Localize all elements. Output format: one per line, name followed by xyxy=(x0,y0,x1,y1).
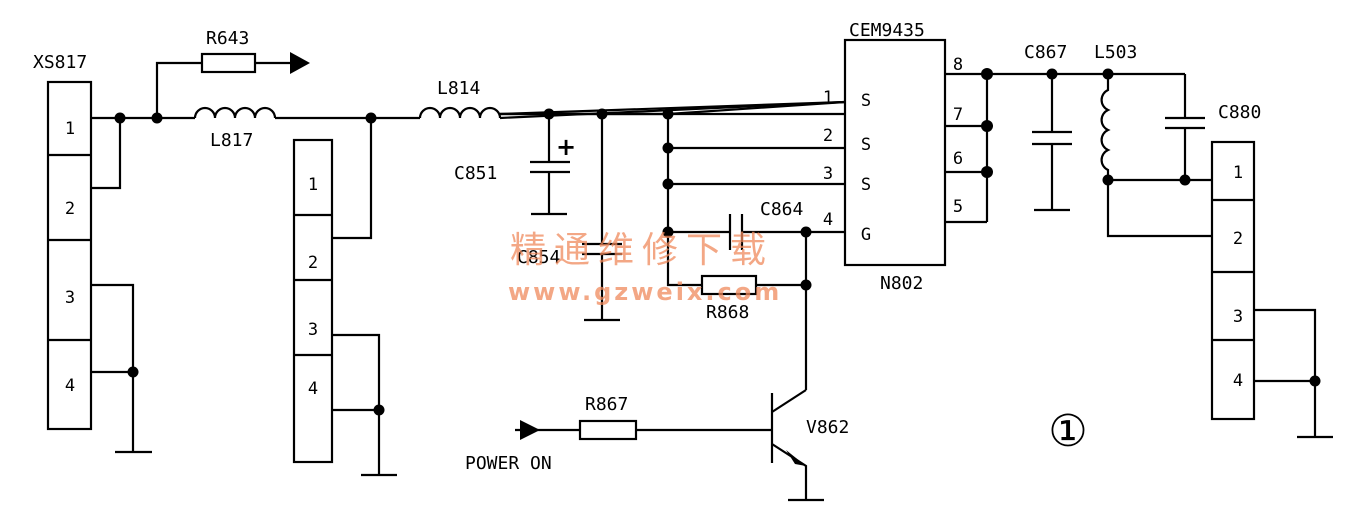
chip-pin-1-name: S xyxy=(861,91,871,111)
out-pin-2: 2 xyxy=(1233,229,1243,249)
out-pin-3: 3 xyxy=(1233,307,1243,327)
label-c864: C864 xyxy=(760,199,803,220)
wires-left xyxy=(91,61,290,454)
connector-xs817: 1 2 3 4 xyxy=(46,80,93,431)
chip-pin-2-num: 2 xyxy=(823,126,833,146)
chip-pin-8: 8 xyxy=(953,55,963,75)
arrow-icon xyxy=(520,420,540,440)
label-plus: + xyxy=(556,133,576,161)
label-l817: L817 xyxy=(210,130,253,151)
arrow-icon xyxy=(290,52,310,74)
junction-dot xyxy=(981,68,993,80)
junction-dot xyxy=(373,404,385,416)
label-chip-ref: N802 xyxy=(880,273,923,294)
chip-pin-2-name: S xyxy=(861,135,871,155)
label-c854: C854 xyxy=(517,247,560,268)
junction-dot xyxy=(662,142,674,154)
junction-dot xyxy=(662,226,674,238)
chip-cem9435: 1 S 2 S 3 S 4 G 8 7 6 5 xyxy=(823,38,963,267)
figure-number: ① xyxy=(1048,406,1087,457)
out-pin-1: 1 xyxy=(1233,163,1243,183)
chip-pin-6: 6 xyxy=(953,149,963,169)
capacitor-c867 xyxy=(1032,74,1072,212)
watermark-title: 精通维修下载 xyxy=(510,230,774,271)
label-xs817: XS817 xyxy=(33,52,87,73)
watermark-url: www.gzweix.com xyxy=(508,278,782,306)
wires-drain xyxy=(945,72,1185,224)
junction-dot xyxy=(800,279,812,291)
junction-dot xyxy=(596,108,608,120)
capacitor-c880 xyxy=(1165,74,1205,180)
junction-dot xyxy=(365,112,377,124)
junction-dot xyxy=(127,366,139,378)
label-c867: C867 xyxy=(1024,42,1067,63)
junction-dot xyxy=(662,178,674,190)
out-pin-4: 4 xyxy=(1233,371,1243,391)
junction-dot xyxy=(981,166,993,178)
chip-pin-5: 5 xyxy=(953,197,963,217)
label-c880: C880 xyxy=(1218,102,1261,123)
resistor-r868 xyxy=(700,274,758,296)
capacitor-c851 xyxy=(530,114,570,216)
xs817-pin-2: 2 xyxy=(65,199,75,219)
resistor-r867 xyxy=(578,419,638,441)
junction-dot xyxy=(543,108,555,120)
label-chip-name: CEM9435 xyxy=(849,20,925,41)
wires-mid xyxy=(332,118,397,477)
label-l814: L814 xyxy=(437,78,480,99)
resistor-r643 xyxy=(200,52,257,74)
inductor-l814 xyxy=(418,106,502,119)
transistor-v862 xyxy=(636,389,824,502)
capacitor-c854 xyxy=(582,114,622,322)
connector-mid: 1 2 3 4 xyxy=(292,138,334,464)
junction-dot xyxy=(151,112,163,124)
junction-dot xyxy=(1046,68,1058,80)
junction-dot xyxy=(981,120,993,132)
chip-pin-4-name: G xyxy=(861,225,871,245)
wires-output xyxy=(1106,178,1333,439)
junction-dot xyxy=(114,112,126,124)
connector-output: 1 2 3 4 xyxy=(1210,140,1256,421)
inductor-l503 xyxy=(1100,74,1111,180)
chip-pin-7: 7 xyxy=(953,105,963,125)
junction-dot xyxy=(800,226,812,238)
mid-pin-3: 3 xyxy=(308,320,318,340)
label-l503: L503 xyxy=(1094,42,1137,63)
chip-pin-3-num: 3 xyxy=(823,164,833,184)
label-power-on: POWER ON xyxy=(465,453,552,474)
xs817-pin-1: 1 xyxy=(65,119,75,139)
mid-pin-1: 1 xyxy=(308,175,318,195)
chip-pin-4-num: 4 xyxy=(823,210,833,230)
label-c851: C851 xyxy=(454,163,497,184)
junction-dot xyxy=(1309,375,1321,387)
xs817-pin-4: 4 xyxy=(65,376,75,396)
capacitor-c864 xyxy=(728,214,744,250)
chip-pin-1-num: 1 xyxy=(823,88,833,108)
chip-pin-3-name: S xyxy=(861,175,871,195)
junction-dot xyxy=(1102,68,1114,80)
label-r867: R867 xyxy=(585,394,628,415)
junction-dot xyxy=(662,108,674,120)
label-r868: R868 xyxy=(706,302,749,323)
inductor-l817 xyxy=(193,106,277,119)
label-r643: R643 xyxy=(206,28,249,49)
junction-dot xyxy=(1179,174,1191,186)
junction-dot xyxy=(1102,174,1114,186)
mid-pin-2: 2 xyxy=(308,253,318,273)
mid-pin-4: 4 xyxy=(308,379,318,399)
xs817-pin-3: 3 xyxy=(65,288,75,308)
label-v862: V862 xyxy=(806,417,849,438)
